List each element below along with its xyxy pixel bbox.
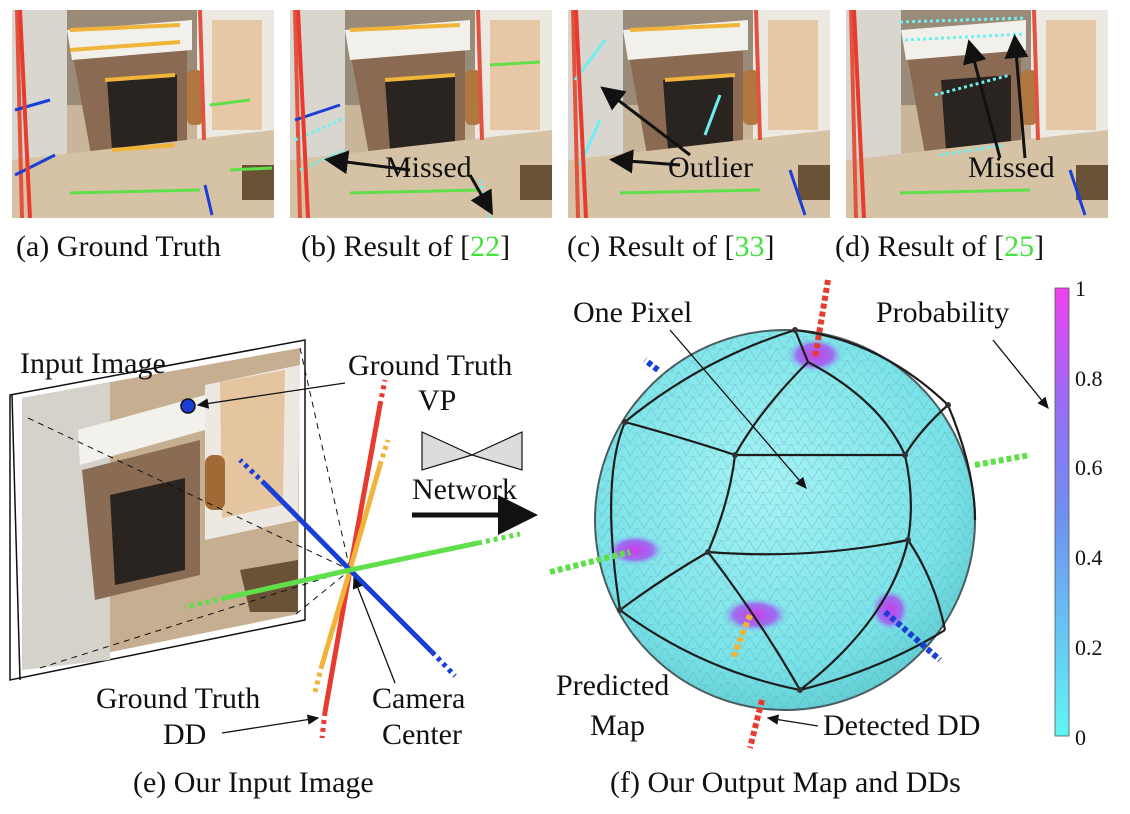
input-image-label: Input Image [20,347,166,380]
caption-b: (b) Result of [22] [301,230,510,263]
caption-d: (d) Result of [25] [835,230,1044,263]
guitar [205,455,225,510]
gt-vp-label-1: Ground Truth [348,349,512,382]
output-sphere [594,327,977,711]
annotation-missed-d: Missed [968,151,1055,184]
colorbar-tick-0: 0 [1075,725,1086,750]
camera-direction-lines [184,379,521,739]
colorbar-tick-1: 1 [1075,276,1086,301]
panel-a [10,8,276,220]
panel-c: Outlier [566,8,832,220]
gt-dd-label-2: DD [163,718,206,751]
caption-a: (a) Ground Truth [16,230,221,263]
gt-vp-dot [180,398,196,414]
network-icon [412,431,538,535]
projection-lines [27,347,351,669]
camera-center-label-1: Camera [372,682,465,715]
predicted-map-label-1: Predicted [556,669,669,702]
colorbar-tick-0.8: 0.8 [1075,366,1103,391]
colorbar-tick-0.6: 0.6 [1075,455,1103,480]
predicted-map-label-2: Map [590,709,645,742]
network-label: Network [412,473,517,506]
annotation-missed-b: Missed [385,151,472,184]
gt-vp-label-2: VP [418,384,456,417]
panel-d: Missed [844,8,1110,220]
colorbar [1054,287,1070,737]
panel-b: Missed [288,8,554,220]
caption-f: (f) Our Output Map and DDs [610,766,961,799]
detected-dd-label: Detected DD [823,709,980,742]
annotation-outlier-c: Outlier [668,151,753,184]
one-pixel-label: One Pixel [573,296,692,329]
gt-dd-label-1: Ground Truth [96,682,260,715]
probability-label: Probability [876,296,1009,329]
colorbar-tick-0.2: 0.2 [1075,635,1103,660]
colorbar-tick-0.4: 0.4 [1075,545,1103,570]
camera-center-label-2: Center [382,718,462,751]
detected-dd-lines [549,279,1031,749]
input-image-frame [9,339,306,681]
colorbar-ticks: 1 0.8 0.6 0.4 0.2 0 [1075,276,1103,750]
caption-c: (c) Result of [33] [567,230,774,263]
caption-e: (e) Our Input Image [133,766,374,799]
